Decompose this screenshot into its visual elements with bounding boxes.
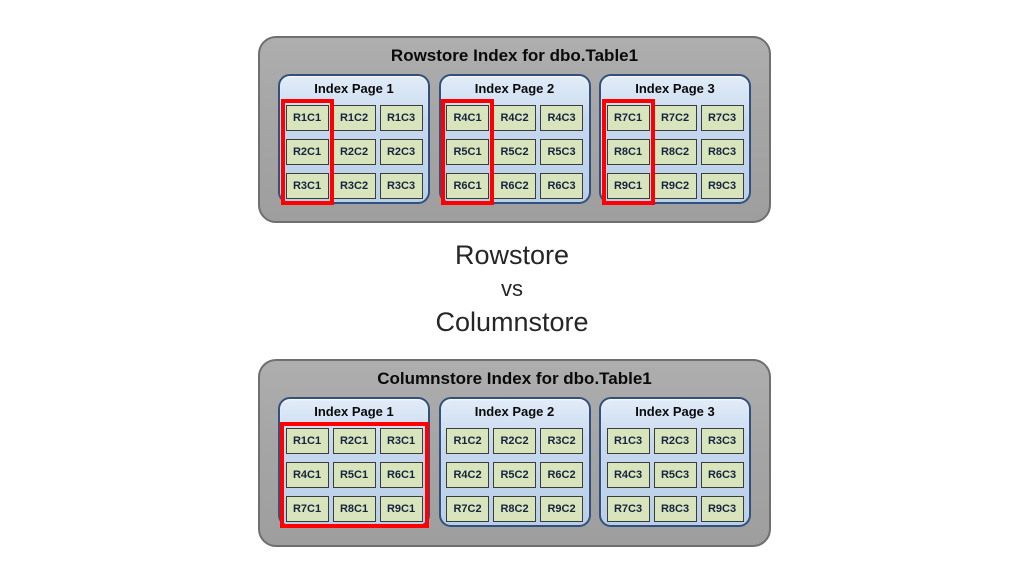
cell: R9C3 [700,173,744,199]
index-page-title: Index Page 3 [635,81,715,96]
rowstore-panel-title: Rowstore Index for dbo.Table1 [390,46,639,65]
cell: R4C3 [606,462,650,488]
cell: R9C1 [379,496,423,522]
cell: R7C3 [700,105,744,131]
cell: R4C2 [493,105,536,131]
cell: R9C1 [606,173,650,199]
index-page-title: Index Page 3 [635,404,715,419]
cell: R3C3 [379,173,423,199]
cell: R2C2 [493,428,536,454]
cell: R5C2 [493,462,536,488]
index-page-title: Index Page 1 [314,81,394,96]
cell: R4C1 [285,462,329,488]
versus-label-rowstore: Rowstore [454,240,570,270]
cell: R8C1 [332,496,376,522]
cell: R4C3 [540,105,583,131]
cell: R5C2 [493,139,536,165]
cell: R7C1 [606,105,650,131]
cell: R1C3 [379,105,423,131]
index-page-title: Index Page 1 [314,404,394,419]
cell: R4C2 [446,462,489,488]
cell: R7C1 [285,496,329,522]
cell: R7C2 [653,105,697,131]
cell: R9C2 [653,173,697,199]
cell: R2C3 [379,139,423,165]
cell: R8C3 [653,496,697,522]
cell: R7C3 [606,496,650,522]
cell: R7C2 [446,496,489,522]
cell: R2C3 [653,428,697,454]
cell: R3C1 [285,173,329,199]
cell: R8C2 [493,496,536,522]
cell: R6C2 [493,173,536,199]
cell: R8C1 [606,139,650,165]
cell: R3C1 [379,428,423,454]
cell: R3C3 [700,428,744,454]
cell: R6C1 [446,173,489,199]
cell: R9C3 [700,496,744,522]
cell: R3C2 [332,173,376,199]
index-page-title: Index Page 2 [474,404,555,419]
cell: R1C2 [446,428,489,454]
cell: R1C1 [285,105,329,131]
cell: R1C1 [285,428,329,454]
cell: R2C1 [285,139,329,165]
cell: R1C2 [332,105,376,131]
cell: R4C1 [446,105,489,131]
cell: R8C3 [700,139,744,165]
cell: R5C3 [653,462,697,488]
cell: R6C3 [700,462,744,488]
versus-label-columnstore: Columnstore [435,307,589,337]
versus-label-vs: vs [501,276,523,301]
columnstore-panel-title: Columnstore Index for dbo.Table1 [377,369,652,388]
cell: R9C2 [540,496,583,522]
index-page-title: Index Page 2 [474,81,555,96]
cell: R5C1 [446,139,489,165]
cell: R2C1 [332,428,376,454]
cell: R5C1 [332,462,376,488]
cell: R2C2 [332,139,376,165]
cell: R6C1 [379,462,423,488]
cell: R1C3 [606,428,650,454]
cell: R6C2 [540,462,583,488]
cell: R8C2 [653,139,697,165]
versus-label: Rowstore vs Columnstore [0,238,1024,340]
cell: R3C2 [540,428,583,454]
cell: R5C3 [540,139,583,165]
cell: R6C3 [540,173,583,199]
